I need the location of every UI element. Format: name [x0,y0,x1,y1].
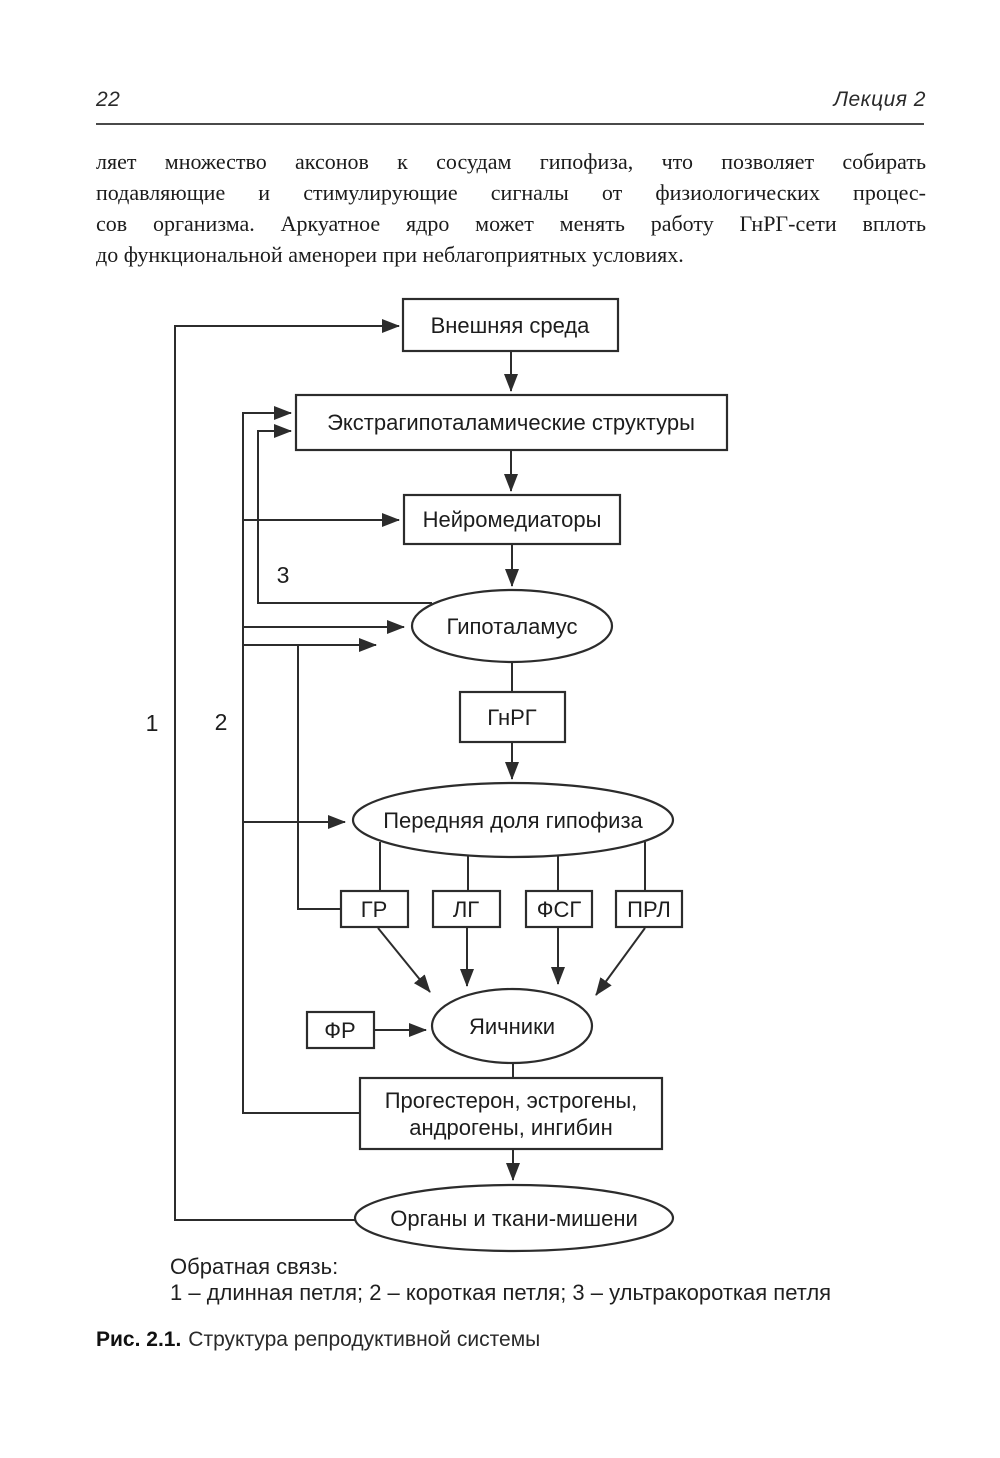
label-ovaries: Яичники [469,1014,555,1039]
label-gr: ГР [361,897,388,922]
label-target-organs: Органы и ткани-мишени [390,1206,638,1231]
paragraph-line: ляет множество аксонов к сосудам гипофиз… [96,149,926,174]
node-gnrh [458,690,567,744]
paragraph-line: сов организма. Аркуатное ядро может меня… [96,211,926,236]
label-hormones-line1: Прогестерон, эстрогены, [385,1088,638,1113]
feedback-loop-3-line [257,424,432,604]
node-gr [339,889,410,929]
diagram-legend: Обратная связь: 1 – длинная петля; 2 – к… [170,1254,930,1306]
header-rule [96,123,924,125]
node-extrahypothalamic-structures [294,393,729,452]
node-fr [305,1010,376,1050]
paragraph-line: до функциональной аменореи при неблагопр… [96,242,684,267]
label-loop-1: 1 [146,710,159,736]
chapter-title: Лекция 2 [833,88,926,111]
gr-riser-line [297,645,341,910]
label-prl: ПРЛ [627,897,671,922]
node-anterior-pituitary [351,781,675,859]
node-ovaries [430,987,594,1065]
label-loop-2: 2 [215,709,228,735]
reproductive-system-diagram: Внешняя среда Экстрагипоталамические стр… [146,297,729,1253]
label-fsg: ФСГ [537,897,582,922]
feedback-loop-1-line [174,319,400,1221]
label-extrahypothalamic-structures: Экстрагипоталамические структуры [327,410,695,435]
node-prl [614,889,684,929]
page-number: 22 [96,88,121,111]
node-target-organs [353,1183,675,1253]
label-hormones-line2: андрогены, ингибин [409,1115,612,1140]
arrow-prl-to-ovaries [595,927,646,996]
node-lg [431,889,502,929]
figure-caption-text: Структура репродуктивной системы [188,1328,541,1351]
paragraph-line: подавляющие и стимулирующие сигналы от ф… [96,180,926,205]
body-paragraph: ляет множество аксонов к сосудам гипофиз… [96,146,926,270]
feedback-loop-2-line [242,406,360,1114]
label-loop-3: 3 [277,562,290,588]
arrow-gr-to-ovaries [377,927,431,993]
legend-title: Обратная связь: [170,1254,339,1279]
node-hypothalamus [410,588,614,664]
label-gnrh: ГнРГ [487,705,537,730]
label-fr: ФР [324,1018,355,1043]
legend-items: 1 – длинная петля; 2 – короткая петля; 3… [170,1280,832,1305]
node-external-environment [401,297,620,353]
label-anterior-pituitary: Передняя доля гипофиза [383,808,643,833]
label-external-environment: Внешняя среда [431,313,591,338]
figure-caption: Рис. 2.1. Структура репродуктивной систем… [96,1328,540,1352]
figure-caption-label: Рис. 2.1. [96,1328,182,1351]
label-lg: ЛГ [453,897,479,922]
node-fsg [524,889,594,929]
node-hormones [358,1076,664,1151]
node-neurotransmitters [402,493,622,546]
label-neurotransmitters: Нейромедиаторы [423,507,602,532]
label-hypothalamus: Гипоталамус [447,614,578,639]
